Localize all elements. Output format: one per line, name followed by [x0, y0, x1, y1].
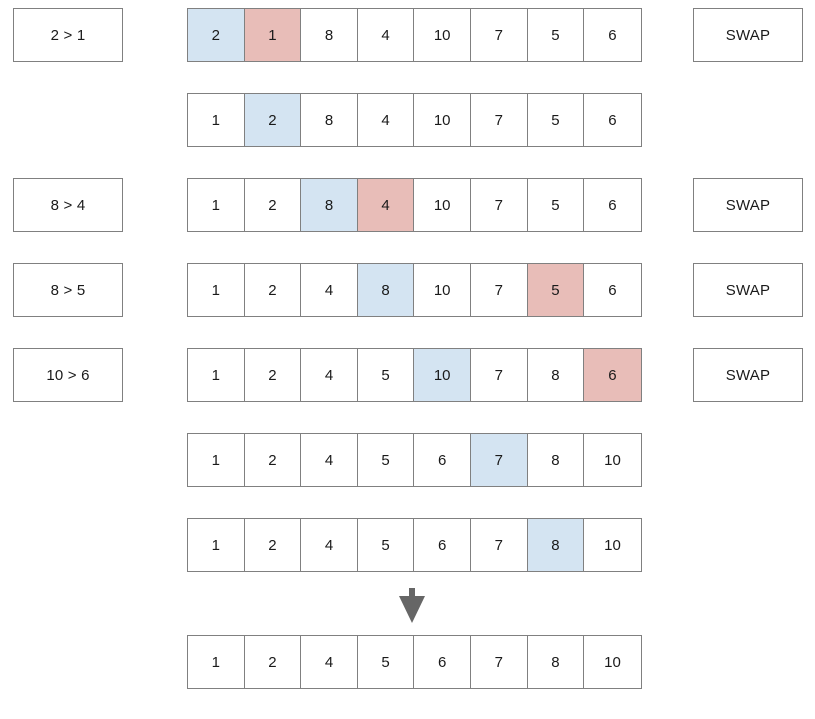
array-cell-highlight-pink: 1: [244, 9, 302, 61]
array-cell: 6: [584, 9, 641, 61]
swap-action-box: SWAP: [693, 178, 803, 232]
array-cell: 1: [188, 349, 245, 401]
array-cell-highlight-blue: 2: [188, 9, 245, 61]
comparison-label-text: 10 > 6: [46, 366, 90, 384]
array-cell: 5: [527, 179, 585, 231]
array-cell: 2: [244, 519, 302, 571]
array-cell: 5: [357, 434, 415, 486]
swap-action-text: SWAP: [725, 26, 771, 44]
array-cell: 10: [414, 9, 471, 61]
array-cell: 4: [357, 94, 415, 146]
array-cell: 4: [301, 434, 358, 486]
array-cell-highlight-blue: 10: [414, 349, 471, 401]
arrow-container: [0, 588, 815, 628]
array-cell: 10: [584, 434, 641, 486]
array-cell: 5: [357, 519, 415, 571]
array-cell: 8: [527, 349, 585, 401]
swap-action-text: SWAP: [725, 366, 771, 384]
array-cell: 6: [414, 636, 471, 688]
array-cell: 4: [357, 9, 415, 61]
array-cell: 7: [470, 9, 528, 61]
array-cell: 4: [301, 264, 358, 316]
array-cell: 1: [188, 434, 245, 486]
array-cell: 6: [414, 434, 471, 486]
array-cell: 10: [414, 264, 471, 316]
array-cell: 10: [414, 94, 471, 146]
array-cell: 1: [188, 94, 245, 146]
comparison-label-text: 2 > 1: [50, 26, 86, 44]
array-cell: 2: [244, 434, 302, 486]
array-cell: 5: [357, 349, 415, 401]
array-cell: 6: [584, 179, 641, 231]
array-cell: 6: [414, 519, 471, 571]
comparison-label-box: 8 > 4: [13, 178, 123, 232]
array-cell: 4: [301, 636, 358, 688]
array-cell: 6: [584, 264, 641, 316]
swap-action-box: SWAP: [693, 263, 803, 317]
array-cell: 6: [584, 94, 641, 146]
array-cell-highlight-pink: 4: [357, 179, 415, 231]
array-cell: 7: [470, 94, 528, 146]
swap-action-box: SWAP: [693, 8, 803, 62]
arrow-down-icon: [399, 588, 425, 623]
comparison-label-box: 10 > 6: [13, 348, 123, 402]
array-cell: 8: [301, 9, 358, 61]
array-cell-highlight-blue: 7: [470, 434, 528, 486]
array-cell: 8: [527, 434, 585, 486]
array-cell: 7: [470, 264, 528, 316]
array-cell-highlight-pink: 5: [527, 264, 585, 316]
array-cell: 1: [188, 264, 245, 316]
array-cell-highlight-blue: 8: [527, 519, 585, 571]
array-cell: 7: [470, 349, 528, 401]
array-cell: 5: [527, 9, 585, 61]
array-cell: 8: [301, 94, 358, 146]
array-cell: 2: [244, 179, 302, 231]
swap-action-box: SWAP: [693, 348, 803, 402]
array-cell-highlight-pink: 6: [584, 349, 641, 401]
comparison-label-text: 8 > 5: [50, 281, 86, 299]
array-cell: 2: [244, 264, 302, 316]
array-cell: 1: [188, 636, 245, 688]
comparison-label-box: 2 > 1: [13, 8, 123, 62]
array-cell: 5: [357, 636, 415, 688]
array-cell: 2: [244, 636, 302, 688]
array-cell: 1: [188, 519, 245, 571]
array-cell-highlight-blue: 8: [357, 264, 415, 316]
array-cell: 4: [301, 519, 358, 571]
array-cell: 1: [188, 179, 245, 231]
array-cell: 5: [527, 94, 585, 146]
array-cell: 7: [470, 636, 528, 688]
array-cell: 2: [244, 349, 302, 401]
array-cell: 4: [301, 349, 358, 401]
array-cell: 10: [414, 179, 471, 231]
array-cell-highlight-blue: 2: [244, 94, 302, 146]
array-cell: 7: [470, 179, 528, 231]
array-cell: 7: [470, 519, 528, 571]
array-cell: 8: [527, 636, 585, 688]
array-cell: 10: [584, 636, 641, 688]
swap-action-text: SWAP: [725, 281, 771, 299]
swap-action-text: SWAP: [725, 196, 771, 214]
array-cell: 10: [584, 519, 641, 571]
comparison-label-text: 8 > 4: [50, 196, 86, 214]
array-cell-highlight-blue: 8: [301, 179, 358, 231]
comparison-label-box: 8 > 5: [13, 263, 123, 317]
